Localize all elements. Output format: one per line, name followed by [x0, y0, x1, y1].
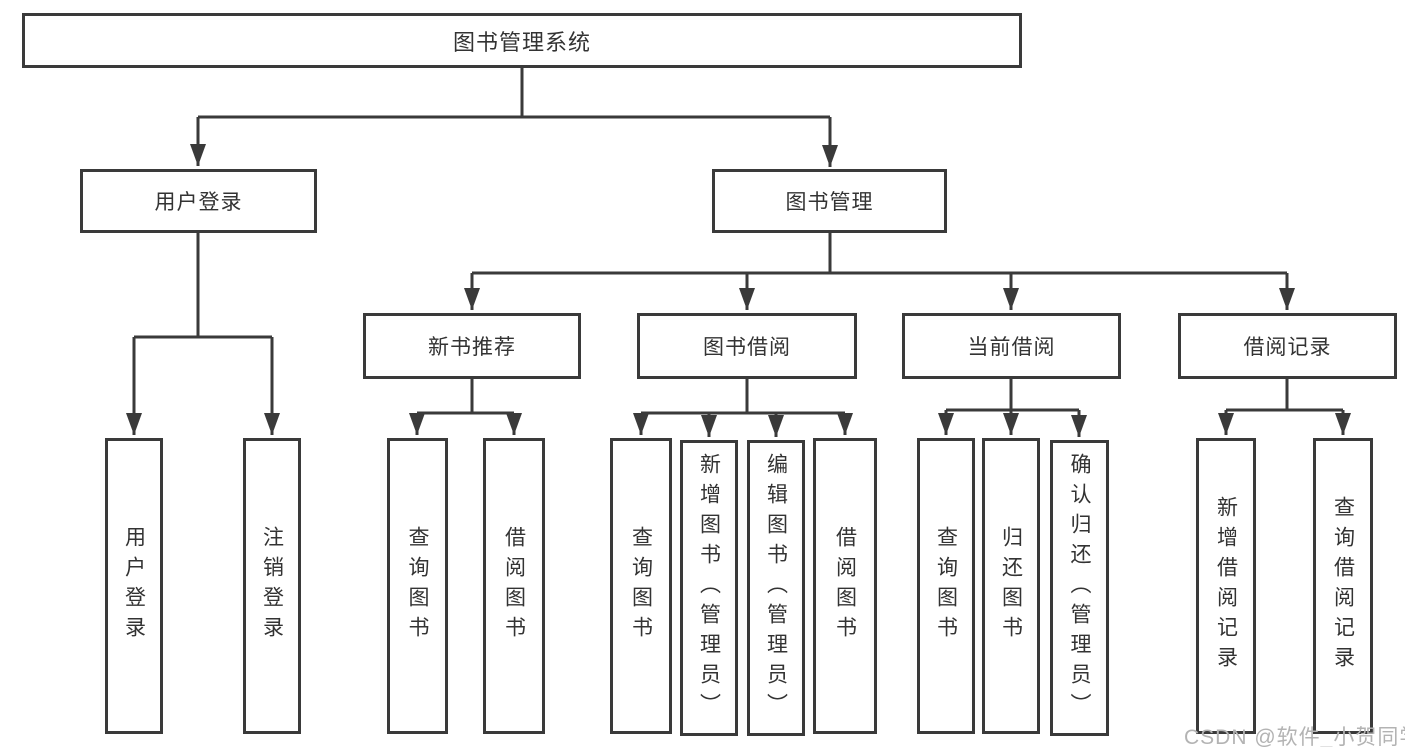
leaf-cb-confirm-return-admin: 确认归还（管理员） [1050, 440, 1109, 736]
node-book-borrow-label: 图书借阅 [703, 336, 791, 359]
leaf-bb-add-books-admin-label: 新增图书（管理员） [697, 453, 721, 723]
leaf-cb-confirm-return-admin-label: 确认归还（管理员） [1068, 453, 1091, 723]
node-library-system-label: 图书管理系统 [452, 29, 591, 55]
node-book-management: 图书管理 [712, 169, 947, 233]
leaf-br-add-record-label: 新增借阅记录 [1214, 496, 1238, 676]
leaf-cb-return-books-label: 归还图书 [999, 526, 1023, 646]
leaf-bb-add-books-admin: 新增图书（管理员） [680, 440, 738, 736]
node-current-borrow: 当前借阅 [902, 313, 1121, 379]
leaf-cb-query-books-label: 查询图书 [934, 526, 958, 646]
leaf-br-query-record: 查询借阅记录 [1313, 438, 1373, 734]
node-user-login: 用户登录 [80, 169, 317, 233]
leaf-nb-query-books: 查询图书 [387, 438, 448, 734]
leaf-bb-borrow-books: 借阅图书 [813, 438, 877, 734]
csdn-watermark: CSDN @软件_小贺同学 [1184, 726, 1405, 747]
leaf-bb-query-books: 查询图书 [610, 438, 672, 734]
leaf-nb-borrow-books: 借阅图书 [483, 438, 545, 734]
node-borrow-records: 借阅记录 [1178, 313, 1397, 379]
leaf-user-login: 用户登录 [105, 438, 163, 734]
node-user-login-label: 用户登录 [154, 191, 243, 214]
node-book-borrow: 图书借阅 [637, 313, 857, 379]
leaf-cb-query-books: 查询图书 [917, 438, 975, 734]
node-new-book-recommend-label: 新书推荐 [428, 336, 516, 359]
leaf-nb-query-books-label: 查询图书 [406, 526, 429, 646]
leaf-bb-edit-books-admin: 编辑图书（管理员） [747, 440, 805, 736]
node-new-book-recommend: 新书推荐 [363, 313, 581, 379]
node-current-borrow-label: 当前借阅 [967, 336, 1056, 359]
leaf-logout-login-label: 注销登录 [260, 526, 284, 646]
node-book-management-label: 图书管理 [785, 191, 874, 214]
leaf-bb-query-books-label: 查询图书 [629, 526, 653, 646]
leaf-br-query-record-label: 查询借阅记录 [1331, 496, 1355, 676]
node-borrow-records-label: 借阅记录 [1243, 336, 1332, 359]
leaf-user-login-label: 用户登录 [122, 526, 146, 646]
leaf-cb-return-books: 归还图书 [982, 438, 1040, 734]
node-library-system: 图书管理系统 [22, 13, 1022, 68]
leaf-bb-edit-books-admin-label: 编辑图书（管理员） [764, 453, 788, 723]
leaf-br-add-record: 新增借阅记录 [1196, 438, 1256, 734]
leaf-bb-borrow-books-label: 借阅图书 [833, 526, 857, 646]
leaf-nb-borrow-books-label: 借阅图书 [502, 526, 526, 646]
leaf-logout-login: 注销登录 [243, 438, 301, 734]
